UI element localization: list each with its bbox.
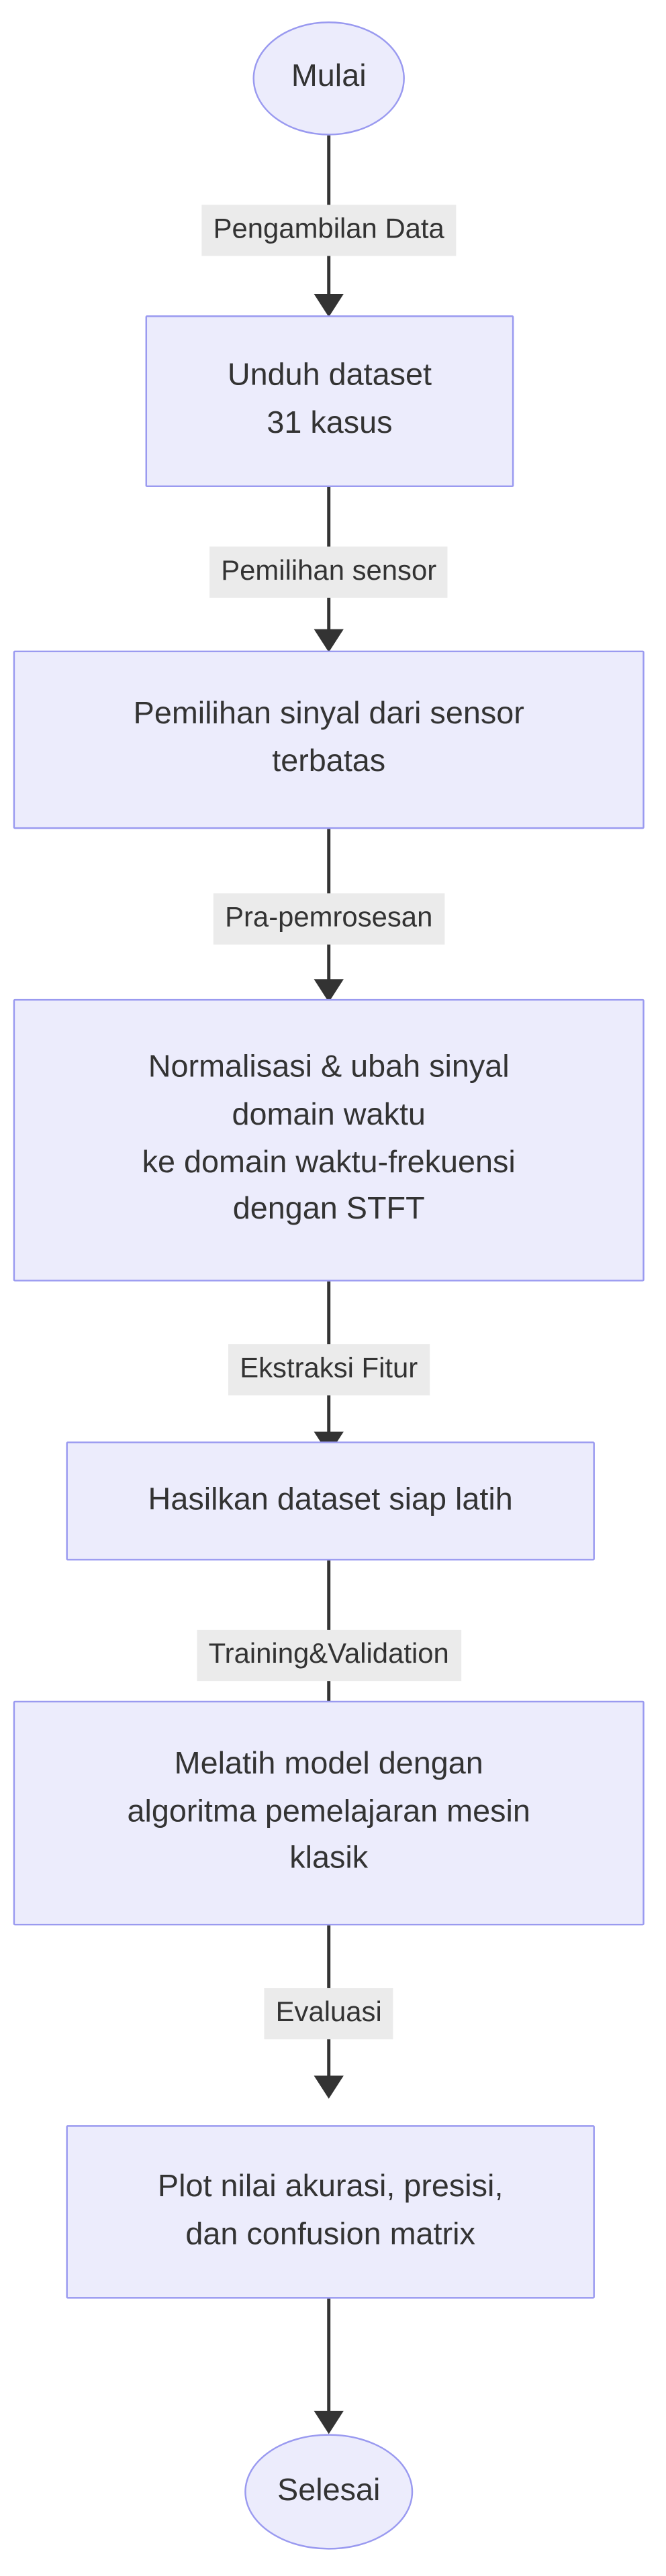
edge-label-evaluasi: Evaluasi	[264, 1988, 394, 2039]
edge-label-pemilihan-sensor: Pemilihan sensor	[209, 546, 448, 597]
node-normalisasi-stft-label: Normalisasi & ubah sinyal domain waktu k…	[142, 1049, 516, 1228]
node-plot-evaluasi[interactable]: Plot nilai akurasi, presisi, dan confusi…	[66, 2125, 595, 2299]
edge-label-pra-pemrosesan: Pra-pemrosesan	[213, 893, 444, 944]
node-normalisasi-stft[interactable]: Normalisasi & ubah sinyal domain waktu k…	[13, 998, 645, 1282]
node-mulai[interactable]: Mulai	[252, 21, 405, 136]
node-unduh-dataset[interactable]: Unduh dataset 31 kasus	[145, 315, 514, 487]
node-melatih-model-label: Melatih model dengan algoritma pemelajar…	[127, 1746, 530, 1877]
node-hasilkan-dataset[interactable]: Hasilkan dataset siap latih	[66, 1441, 595, 1561]
edge-label-ekstraksi-fitur: Ekstraksi Fitur	[228, 1344, 430, 1395]
node-selesai-label: Selesai	[277, 2473, 381, 2508]
edge-arrow-mulai-to-unduh-dataset	[313, 294, 343, 317]
node-pemilihan-sinyal-label: Pemilihan sinyal dari sensor terbatas	[133, 697, 524, 780]
node-unduh-dataset-label: Unduh dataset 31 kasus	[227, 358, 432, 442]
edge-label-training-validation: Training&Validation	[197, 1629, 461, 1681]
node-melatih-model[interactable]: Melatih model dengan algoritma pemelajar…	[13, 1700, 645, 1926]
node-selesai[interactable]: Selesai	[244, 2434, 414, 2550]
edge-arrow-melatih-model-to-plot-evaluasi	[313, 2075, 343, 2099]
node-mulai-label: Mulai	[291, 59, 367, 95]
node-plot-evaluasi-label: Plot nilai akurasi, presisi, dan confusi…	[157, 2169, 504, 2252]
edge-arrow-pemilihan-sinyal-to-normalisasi	[313, 979, 343, 1002]
node-hasilkan-dataset-label: Hasilkan dataset siap latih	[148, 1482, 513, 1517]
node-pemilihan-sinyal[interactable]: Pemilihan sinyal dari sensor terbatas	[13, 650, 645, 829]
edge-label-pengambilan-data: Pengambilan Data	[201, 205, 457, 256]
edge-arrow-plot-evaluasi-to-selesai	[313, 2410, 343, 2434]
edge-arrow-unduh-dataset-to-pemilihan-sinyal	[313, 629, 343, 653]
edge-line-plot-evaluasi-to-selesai	[327, 2298, 330, 2418]
